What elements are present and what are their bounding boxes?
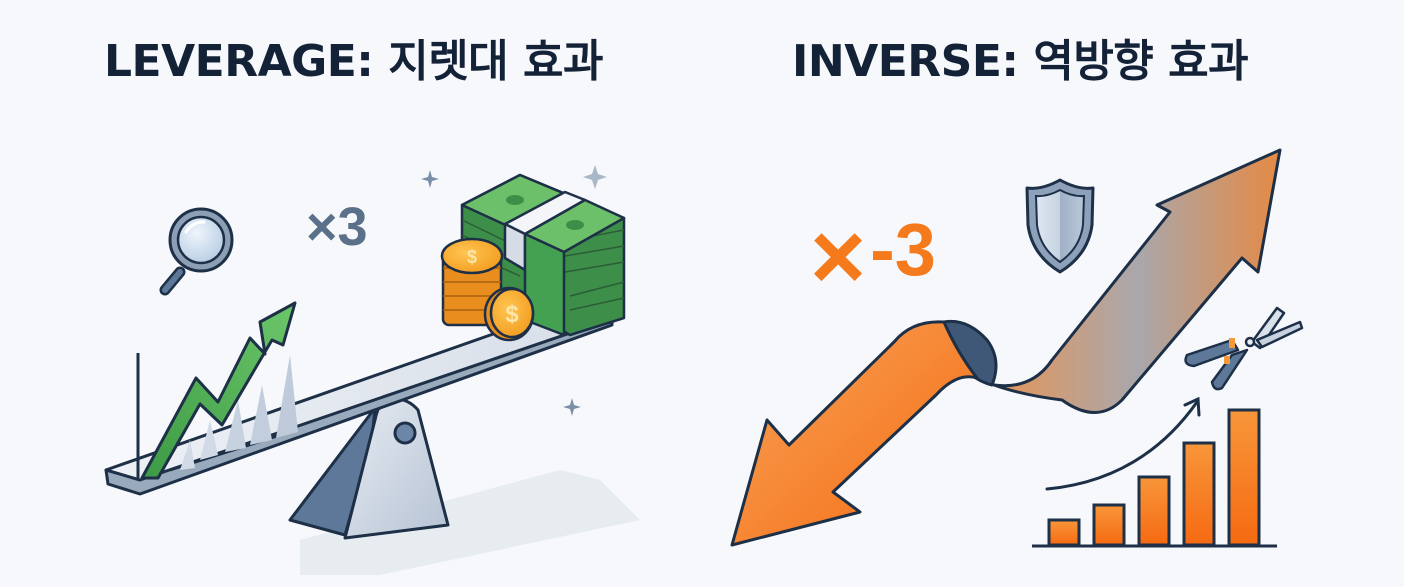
growth-arrow-chart-icon [136, 301, 298, 480]
pruning-shears-icon [1184, 306, 1304, 391]
bar [1047, 518, 1081, 547]
seesaw-shadow [300, 470, 640, 575]
inverse-title: INVERSE: 역방향 효과 [792, 36, 1249, 87]
curved-arrow-icon [1045, 396, 1201, 491]
bar [1227, 408, 1261, 547]
multiply-sign: × [810, 203, 867, 310]
inverse-multiplier: ×-3 [810, 188, 936, 310]
svg-text:$: $ [505, 301, 519, 328]
leverage-illustration: $ $ [104, 165, 640, 575]
inverse-illustration [730, 148, 1304, 548]
magnifier-icon [159, 207, 234, 296]
seesaw-fulcrum [288, 397, 450, 540]
bar [1137, 475, 1171, 547]
multiplier-value: -3 [870, 208, 936, 291]
cash-stack-icon [460, 173, 626, 337]
bar [1092, 503, 1126, 547]
leverage-title: LEVERAGE: 지렛대 효과 [104, 36, 603, 87]
bar [1182, 441, 1216, 547]
sparkle-icon [421, 165, 607, 416]
shield-icon [1025, 178, 1095, 274]
svg-text:$: $ [467, 247, 477, 267]
inverse-panel: INVERSE: 역방향 효과 [702, 0, 1404, 587]
bar-chart-icon [1032, 408, 1277, 548]
twisted-arrow-icon [730, 148, 1282, 547]
leverage-panel: LEVERAGE: 지렛대 효과 [104, 36, 640, 575]
leverage-multiplier: ×3 [306, 197, 368, 257]
coin-stack-icon: $ $ [440, 237, 535, 342]
